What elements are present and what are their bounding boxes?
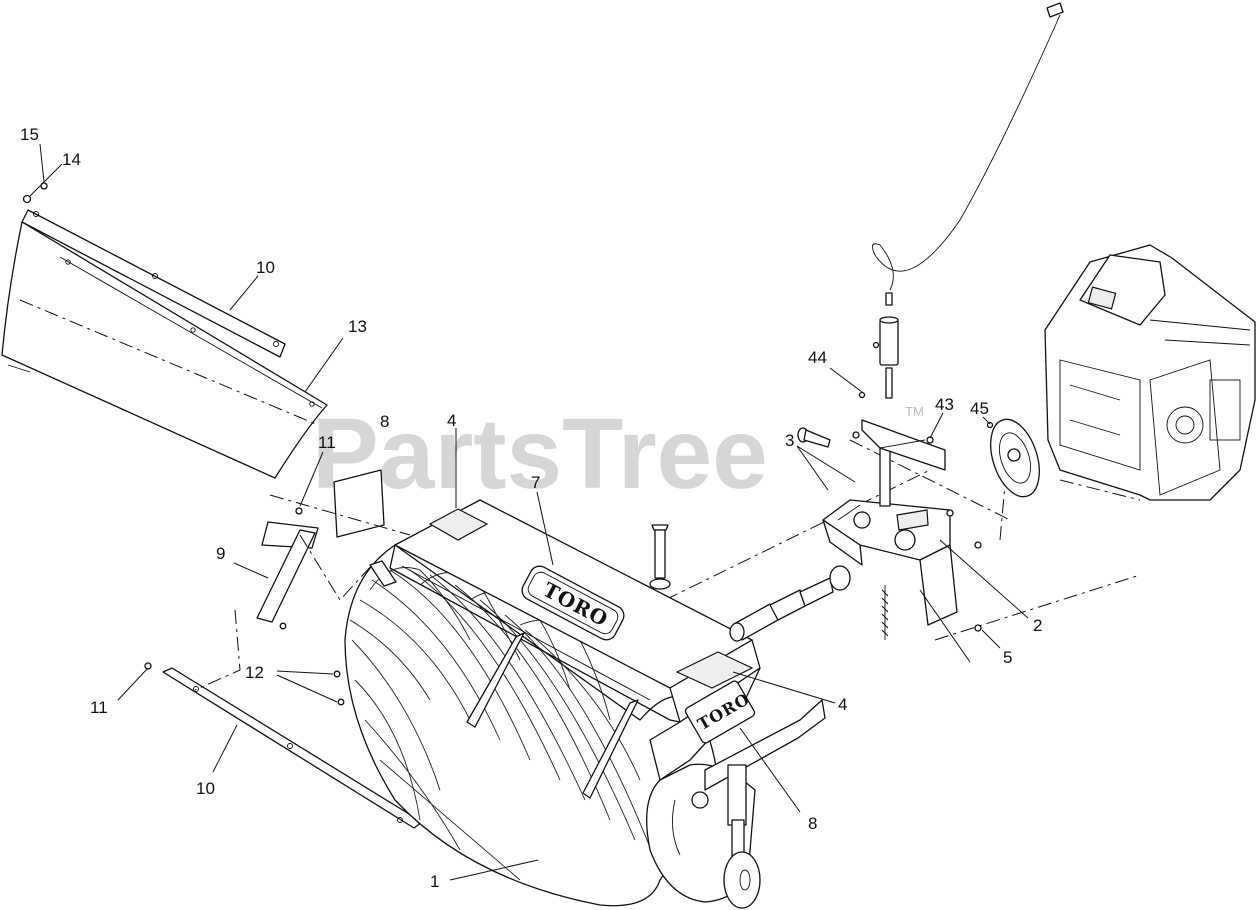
bracket-c (369, 560, 397, 587)
callout-3: 3 (785, 431, 794, 450)
power-unit-body (1044, 244, 1256, 501)
caster-wheel (723, 851, 761, 909)
callout-labels: 15 14 10 13 8 11 4 7 9 12 11 10 1 4 8 5 … (20, 125, 1042, 891)
decal-4-top (428, 508, 489, 541)
callout-45: 45 (970, 399, 989, 418)
callout-1: 1 (430, 872, 439, 891)
callout-8-lower: 8 (808, 814, 817, 833)
leader-lines (29, 143, 1029, 881)
cable-pin (885, 367, 893, 399)
control-cable (871, 2, 1064, 399)
screw-12c (337, 698, 345, 706)
mount-bolt (649, 524, 671, 590)
brush-housing-assembly: TORO TORO (344, 499, 826, 909)
post (879, 443, 891, 507)
cable-line (871, 14, 1061, 291)
bolt-44 (858, 391, 866, 399)
pulley-45 (986, 418, 1040, 498)
callout-43: 43 (935, 395, 954, 414)
screw-12a (279, 622, 287, 630)
callout-13: 13 (348, 317, 367, 336)
bearing (853, 511, 871, 529)
bracket-2-edge (822, 519, 863, 566)
spring (881, 585, 889, 640)
strap-9 (256, 529, 316, 623)
callout-5: 5 (1003, 648, 1012, 667)
deflector-assembly (1, 182, 328, 479)
watermark-trademark: TM (905, 404, 924, 419)
u-joint (769, 589, 806, 621)
bolt-b (974, 541, 982, 549)
callout-14: 14 (62, 150, 81, 169)
shaft-yoke (799, 577, 834, 607)
bolt-shank (654, 529, 666, 579)
bolt-15 (40, 182, 48, 190)
deflector-panel (1, 221, 328, 479)
bracket-a (466, 632, 525, 728)
bracket-decal (896, 509, 929, 531)
power-unit-top (1079, 254, 1166, 326)
nut-11-upper (295, 507, 303, 515)
decal-8-upper (333, 469, 385, 538)
callout-44: 44 (808, 348, 827, 367)
nut-11-lower (144, 662, 152, 670)
callout-4-front: 4 (838, 695, 847, 714)
plate-43 (852, 391, 946, 471)
bolt-a (946, 509, 954, 517)
decal-4-front (675, 651, 754, 689)
side-strap-assembly (144, 507, 423, 829)
caster-post (727, 764, 747, 826)
callout-10-upper: 10 (256, 258, 275, 277)
screw-12b (333, 670, 341, 678)
callout-12: 12 (245, 663, 264, 682)
bracket-2-side (919, 544, 958, 626)
power-unit-badge (1087, 286, 1117, 310)
watermark: PartsTree TM (312, 398, 924, 510)
bracket-b (582, 699, 639, 799)
drive-shaft (729, 565, 851, 642)
mount-bracket-assembly (822, 443, 982, 640)
callout-10-lower: 10 (196, 779, 215, 798)
cable-cylinder (879, 319, 899, 366)
washer (649, 578, 671, 590)
callout-7: 7 (531, 473, 540, 492)
pin-3 (797, 427, 831, 448)
callout-2: 2 (1033, 616, 1042, 635)
callout-11-lower: 11 (90, 698, 108, 717)
flange (829, 565, 851, 591)
callout-8-upper: 8 (380, 412, 389, 431)
callout-11-upper: 11 (318, 433, 336, 452)
bolt-5 (974, 624, 982, 632)
callout-9: 9 (216, 544, 225, 563)
bearing-2 (894, 529, 916, 551)
power-unit (1044, 244, 1256, 501)
washer-14 (22, 194, 32, 204)
callout-4-top: 4 (447, 411, 456, 430)
watermark-text: PartsTree (312, 398, 768, 510)
top-strip (21, 209, 286, 358)
hub (691, 791, 709, 809)
callout-15: 15 (20, 125, 39, 144)
